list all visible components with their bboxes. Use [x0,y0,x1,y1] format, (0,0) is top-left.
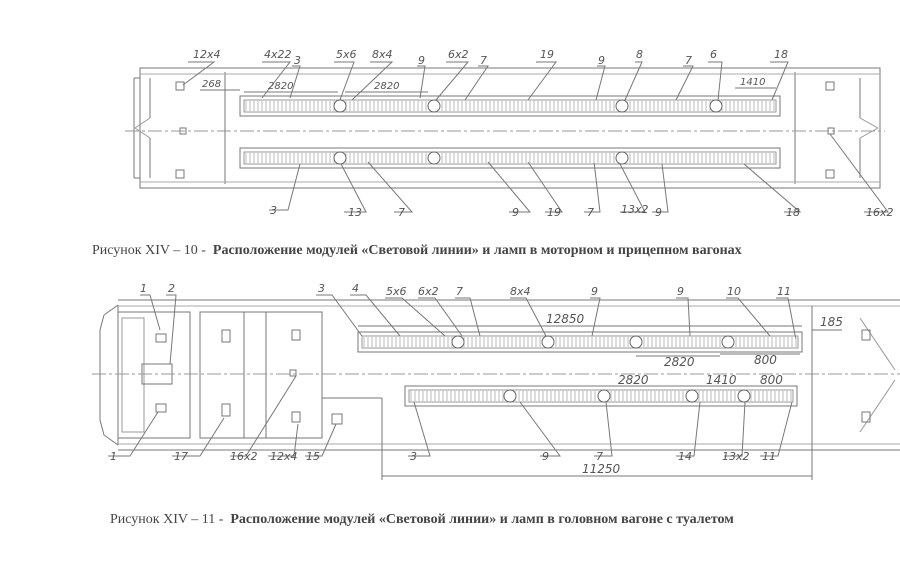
figure1-drawing [125,61,889,213]
f2-upper-lamp [451,335,465,349]
f2-upper-lamp [629,335,643,349]
label-16x2: 16x2 [230,450,258,463]
label-17: 17 [174,450,188,463]
figure1-caption: Рисунок XIV – 10 - Расположение модулей … [92,243,742,259]
label-9-bottom-b: 9 [655,206,662,219]
label-2: 2 [168,282,175,295]
label-11-bottom: 11 [762,450,776,463]
label-4x22: 4x22 [264,48,292,61]
label-16x2: 16x2 [866,206,894,219]
label-9: 9 [591,285,598,298]
label-10: 10 [727,285,741,298]
label-18: 18 [774,48,788,61]
dim-1410: 1410 [706,373,737,387]
label-13: 13 [348,206,362,219]
label-7: 7 [456,285,463,298]
label-12x4: 12x4 [193,48,221,61]
dim-12850: 12850 [546,312,585,326]
label-9-bottom: 9 [542,450,549,463]
dim-11250: 11250 [582,462,621,476]
label-11: 11 [777,285,791,298]
f2-upper-lamp [721,335,735,349]
label-14: 14 [678,450,692,463]
label-3: 3 [318,282,325,295]
label-3-bottom: 3 [410,450,417,463]
figure2-drawing [92,294,900,480]
label-3-bottom: 3 [270,204,277,217]
dim-2820-a: 2820 [664,355,695,369]
figure2-caption-prefix: Рисунок XIV – 11 - [110,512,224,527]
figure2-labels: 1 2 3 4 5x6 6x2 7 8x4 9 9 10 11 1 17 16x… [110,282,843,476]
f2-lower-lamp [737,389,751,403]
label-8x4: 8x4 [510,285,531,298]
f1-lower-lamp [333,151,347,165]
label-1: 1 [140,282,147,295]
label-12x4: 12x4 [270,450,298,463]
dim-800-b: 800 [760,373,783,387]
f2-upper-lamp [541,335,555,349]
label-1-bottom: 1 [110,450,117,463]
f1-lower-lamp [615,151,629,165]
f2-lower-lamp [503,389,517,403]
figure2-light-modules [363,335,797,403]
label-15: 15 [306,450,320,463]
figure2-caption-text: Расположение модулей «Световой линии» и … [230,512,734,527]
f2-lower-lamp [685,389,699,403]
f1-lower-lamp [427,151,441,165]
figure1-labels: 12x4 4x22 3 5x6 8x4 9 6x2 7 19 9 8 7 6 1… [193,48,894,219]
label-6: 6 [710,48,717,61]
label-6x2: 6x2 [418,285,439,298]
label-3: 3 [294,54,301,67]
f1-upper-lamp [709,99,723,113]
dim-185: 185 [820,315,843,329]
dim-2820-b: 2820 [618,373,649,387]
label-7-bottom: 7 [398,206,405,219]
label-9-bottom: 9 [512,206,519,219]
label-6x2: 6x2 [448,48,469,61]
label-7-bottom: 7 [596,450,603,463]
label-5x6: 5x6 [336,48,357,61]
dim-2820-a: 2820 [268,81,293,92]
figure1-caption-text: Расположение модулей «Световой линии» и … [212,243,742,258]
f1-upper-lamp [333,99,347,113]
label-4: 4 [352,282,359,295]
figure2-caption: Рисунок XIV – 11 - Расположение модулей … [110,512,734,528]
label-7b: 7 [685,54,692,67]
label-19-bottom: 19 [547,206,561,219]
label-9b: 9 [677,285,684,298]
f1-upper-lamp [427,99,441,113]
dim-268: 268 [202,79,221,90]
dim-2820-b: 2820 [374,81,399,92]
f1-upper-lamp [615,99,629,113]
label-18-bottom: 18 [786,206,800,219]
label-8: 8 [636,48,643,61]
f2-lower-lamp [597,389,611,403]
label-8x4: 8x4 [372,48,393,61]
label-19: 19 [540,48,554,61]
label-13x2: 13x2 [621,203,649,216]
dim-1410: 1410 [740,77,765,88]
figure1-caption-prefix: Рисунок XIV – 10 - [92,243,206,258]
label-7: 7 [480,54,487,67]
label-9b: 9 [598,54,605,67]
dim-800-a: 800 [754,353,777,367]
label-5x6: 5x6 [386,285,407,298]
figure1-light-modules [245,99,775,165]
label-9: 9 [418,54,425,67]
label-13x2: 13x2 [722,450,750,463]
label-7-bottom-b: 7 [587,206,594,219]
